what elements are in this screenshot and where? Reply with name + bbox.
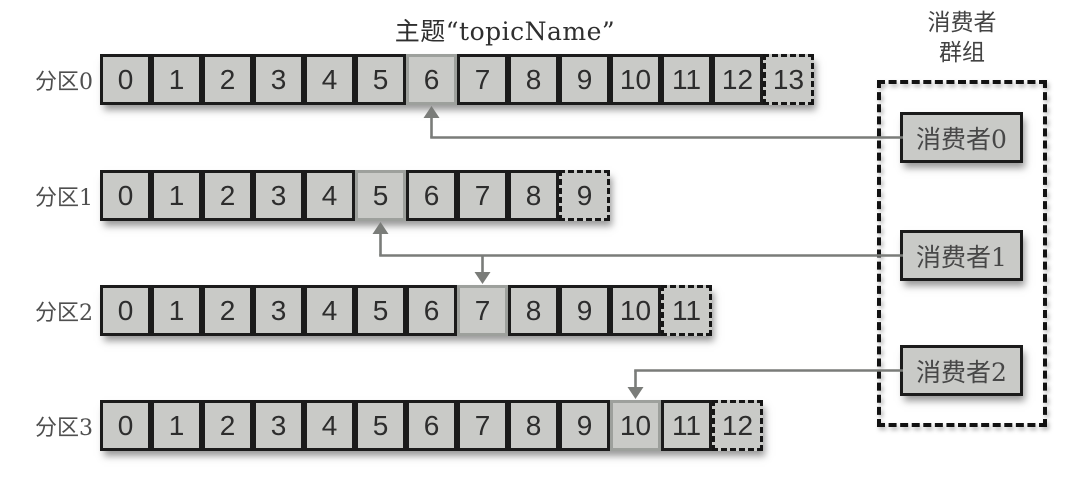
assignment-connector bbox=[627, 369, 903, 399]
offset-cell: 4 bbox=[304, 54, 355, 105]
offset-cell: 4 bbox=[304, 170, 355, 221]
offset-cell: 7 bbox=[457, 400, 508, 451]
assignment-connector bbox=[423, 106, 903, 139]
offset-cell: 8 bbox=[508, 170, 559, 221]
offset-cell: 7 bbox=[457, 170, 508, 221]
offset-cell: 0 bbox=[100, 285, 151, 336]
consumer-group-box bbox=[877, 80, 1047, 427]
offset-cell: 9 bbox=[559, 54, 610, 105]
consumer-box-label: 消费者2 bbox=[916, 357, 1007, 387]
offset-cell: 6 bbox=[406, 285, 457, 336]
consumer-position-cell: 10 bbox=[610, 400, 661, 451]
offset-cell: 8 bbox=[508, 54, 559, 105]
partition-label: 分区2 bbox=[35, 300, 93, 326]
offset-cell: 0 bbox=[100, 170, 151, 221]
offset-cell: 8 bbox=[508, 400, 559, 451]
arrowhead-icon bbox=[627, 387, 644, 399]
consumer-position-cell: 5 bbox=[355, 170, 406, 221]
offset-cell: 1 bbox=[151, 400, 202, 451]
offset-cell: 1 bbox=[151, 170, 202, 221]
offset-cell: 9 bbox=[559, 285, 610, 336]
offset-cell: 11 bbox=[661, 400, 712, 451]
next-offset-cell: 12 bbox=[712, 400, 763, 451]
offset-cell: 6 bbox=[406, 400, 457, 451]
offset-cell: 10 bbox=[610, 285, 661, 336]
offset-cell: 8 bbox=[508, 285, 559, 336]
offset-cell: 3 bbox=[253, 54, 304, 105]
consumer-position-cell: 7 bbox=[457, 285, 508, 336]
partition-label: 分区0 bbox=[35, 69, 93, 95]
offset-cell: 5 bbox=[355, 285, 406, 336]
offset-cell: 7 bbox=[457, 54, 508, 105]
consumer-box: 消费者0 bbox=[900, 112, 1023, 163]
offset-cell: 5 bbox=[355, 400, 406, 451]
offset-cell: 6 bbox=[406, 170, 457, 221]
offset-cell: 3 bbox=[253, 285, 304, 336]
consumer-box-label: 消费者0 bbox=[916, 124, 1007, 154]
next-offset-cell: 13 bbox=[763, 54, 814, 105]
offset-cell: 3 bbox=[253, 400, 304, 451]
arrowhead-icon bbox=[372, 222, 389, 234]
offset-cell: 10 bbox=[610, 54, 661, 105]
consumer-position-cell: 6 bbox=[406, 54, 457, 105]
consumer-box: 消费者2 bbox=[900, 345, 1023, 396]
consumer-box: 消费者1 bbox=[900, 230, 1023, 281]
arrowhead-icon bbox=[423, 106, 440, 118]
arrowhead-icon bbox=[474, 272, 491, 284]
offset-cell: 5 bbox=[355, 54, 406, 105]
offset-cell: 4 bbox=[304, 285, 355, 336]
partition-label: 分区3 bbox=[35, 415, 93, 441]
offset-cell: 0 bbox=[100, 400, 151, 451]
topic-title: 主题“topicName” bbox=[394, 17, 616, 46]
next-offset-cell: 9 bbox=[559, 170, 610, 221]
offset-cell: 11 bbox=[661, 54, 712, 105]
consumer-group-label: 消费者 群组 bbox=[877, 8, 1047, 68]
offset-cell: 2 bbox=[202, 400, 253, 451]
offset-cell: 9 bbox=[559, 400, 610, 451]
consumer-group-label-line1: 消费者 bbox=[927, 10, 997, 36]
assignment-connector bbox=[372, 222, 903, 284]
offset-cell: 12 bbox=[712, 54, 763, 105]
offset-cell: 3 bbox=[253, 170, 304, 221]
offset-cell: 2 bbox=[202, 54, 253, 105]
offset-cell: 0 bbox=[100, 54, 151, 105]
next-offset-cell: 11 bbox=[661, 285, 712, 336]
offset-cell: 1 bbox=[151, 54, 202, 105]
partition-label: 分区1 bbox=[35, 185, 93, 211]
offset-cell: 2 bbox=[202, 285, 253, 336]
offset-cell: 2 bbox=[202, 170, 253, 221]
offset-cell: 1 bbox=[151, 285, 202, 336]
consumer-box-label: 消费者1 bbox=[916, 242, 1007, 272]
consumer-group-label-line2: 群组 bbox=[939, 40, 985, 66]
offset-cell: 4 bbox=[304, 400, 355, 451]
